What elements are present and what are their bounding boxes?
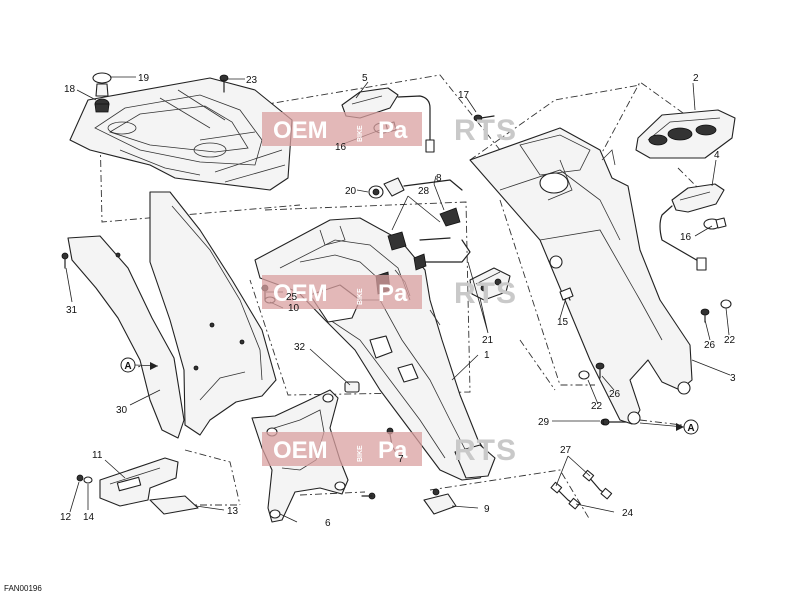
diagram-code: FAN00196 <box>4 584 42 593</box>
callout-16b: 16 <box>680 232 692 243</box>
callout-21: 21 <box>482 335 494 346</box>
callout-6: 6 <box>325 518 331 529</box>
tail-light <box>635 109 736 159</box>
watermark-bottom-oem: OEM <box>273 437 328 464</box>
callout-22: 22 <box>724 335 736 346</box>
callout-31: 31 <box>66 305 78 316</box>
right-turn-signal <box>659 183 727 271</box>
callout-4: 4 <box>714 150 720 161</box>
callout-28: 28 <box>418 186 430 197</box>
reflector-9 <box>423 488 457 515</box>
callout-1: 1 <box>484 350 490 361</box>
watermark-top-pa: Pa <box>378 117 408 144</box>
callout-26: 26 <box>704 340 716 351</box>
callout-14: 14 <box>83 512 95 523</box>
cable-clamps <box>368 177 471 271</box>
watermark-middle-pa: Pa <box>378 280 408 307</box>
callout-29: 29 <box>538 417 550 428</box>
watermark-middle: OEM BIKE Pa RTS <box>262 275 517 310</box>
license-light-bracket <box>76 457 199 515</box>
callout-26b: 26 <box>609 389 621 400</box>
watermark-middle-oem: OEM <box>273 280 328 307</box>
screw-29 <box>602 418 610 426</box>
callout-24: 24 <box>622 508 634 519</box>
ref-marker-left-label: A <box>124 361 131 372</box>
screw-6 <box>361 492 376 500</box>
callout-12: 12 <box>60 512 72 523</box>
callout-labels: 1 2 3 4 5 6 7 8 9 10 11 12 13 14 15 16 1… <box>60 73 736 529</box>
rubber-bushing <box>92 72 112 113</box>
ref-marker-right: A <box>639 419 699 435</box>
watermark-bottom-bike: BIKE <box>357 445 364 462</box>
callout-16: 16 <box>335 142 347 153</box>
rack-screw <box>219 74 229 93</box>
ref-marker-left: A <box>120 357 159 373</box>
callout-17: 17 <box>458 90 470 101</box>
watermark-top-bike: BIKE <box>357 125 364 142</box>
callout-13: 13 <box>227 506 239 517</box>
watermark-top: OEM BIKE Pa RTS <box>262 112 517 147</box>
connector-plate <box>469 267 511 301</box>
callout-3: 3 <box>730 373 736 384</box>
bushing-32 <box>344 381 360 393</box>
callout-23: 23 <box>246 75 258 86</box>
callout-20: 20 <box>345 186 357 197</box>
cable-27 <box>550 469 613 510</box>
callout-7: 7 <box>398 454 404 465</box>
tail-support-bracket <box>469 127 693 425</box>
watermark-bottom-rts: RTS <box>454 434 517 467</box>
callout-18: 18 <box>64 84 76 95</box>
leader-lines <box>65 76 731 523</box>
callout-22b: 22 <box>591 401 603 412</box>
screw-15 <box>559 287 574 301</box>
watermark-bottom: OEM BIKE Pa RTS <box>262 432 517 467</box>
callout-32: 32 <box>294 342 306 353</box>
watermark-top-rts: RTS <box>454 114 517 147</box>
callout-5: 5 <box>362 73 368 84</box>
watermark-top-oem: OEM <box>273 117 328 144</box>
callout-11: 11 <box>92 450 103 461</box>
callout-8: 8 <box>436 173 442 184</box>
watermark-middle-bike: BIKE <box>357 288 364 305</box>
callout-10: 10 <box>288 303 300 314</box>
watermark-bottom-pa: Pa <box>378 437 408 464</box>
watermark-middle-rts: RTS <box>454 277 517 310</box>
callout-19: 19 <box>138 73 150 84</box>
side-panel <box>67 191 277 439</box>
callout-30: 30 <box>116 405 128 416</box>
callout-2: 2 <box>693 73 699 84</box>
screw-17 <box>473 114 495 122</box>
callout-9: 9 <box>484 504 490 515</box>
callout-27: 27 <box>560 445 572 456</box>
callout-25: 25 <box>286 292 298 303</box>
ref-marker-right-label: A <box>687 423 694 434</box>
screw-31 <box>61 252 69 269</box>
callout-15: 15 <box>557 317 569 328</box>
